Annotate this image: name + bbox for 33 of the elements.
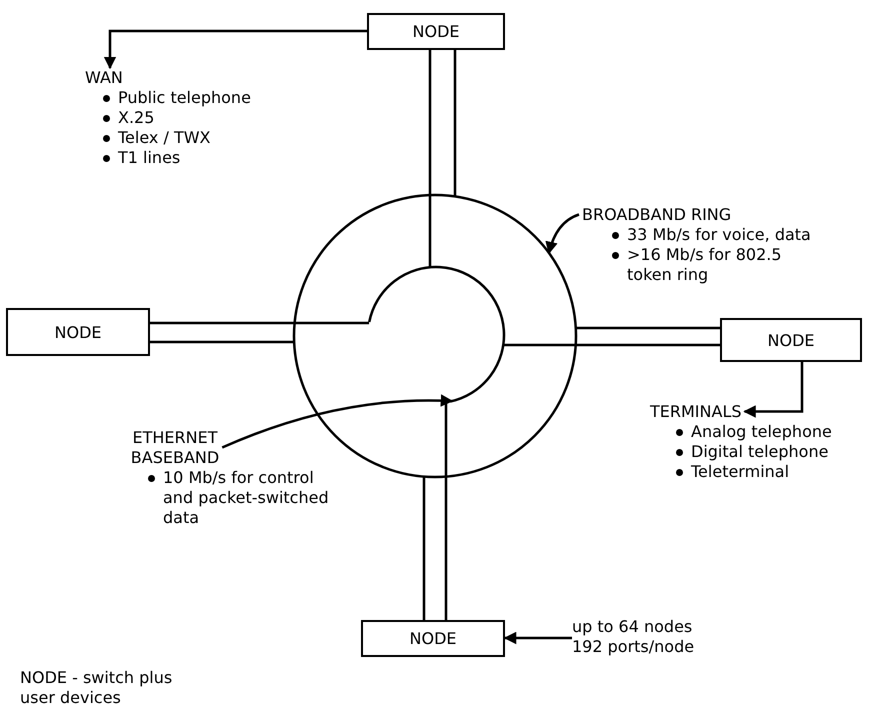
arrow: [504, 632, 572, 644]
connector-line: [444, 402, 448, 620]
arrow: [546, 213, 580, 254]
section-heading: WAN: [85, 68, 123, 88]
list-item-text: 33 Mb/s for voice, data: [627, 225, 812, 245]
legend-note: NODE - switch plus user devices: [20, 668, 174, 708]
connector-line: [150, 340, 294, 344]
list-item-text: Telex / TWX: [118, 128, 210, 148]
list-item-text: Teleterminal: [691, 462, 790, 482]
connector-line: [150, 322, 370, 324]
node-box: NODE: [361, 620, 505, 657]
node-box: NODE: [6, 308, 150, 356]
list-item-text: 10 Mb/s for control and packet-switched data: [163, 468, 330, 528]
arrow: [743, 362, 804, 418]
arrow: [222, 394, 454, 449]
connector-line: [503, 344, 720, 346]
note-text: up to 64 nodes 192 ports/node: [572, 617, 722, 657]
section-heading: ETHERNET BASEBAND: [130, 428, 220, 468]
section-heading: TERMINALS: [650, 402, 742, 422]
node-box: NODE: [367, 13, 505, 50]
node-box: NODE: [720, 318, 862, 362]
connector-line: [576, 326, 720, 330]
list-item-text: T1 lines: [118, 148, 180, 168]
section-heading: BROADBAND RING: [582, 205, 732, 225]
list-item-text: >16 Mb/s for 802.5 token ring: [627, 245, 783, 285]
list-item-text: Analog telephone: [691, 422, 832, 442]
connector-line: [422, 476, 426, 620]
connector-line: [428, 50, 432, 268]
list-item-text: Public telephone: [118, 88, 251, 108]
list-item-text: X.25: [118, 108, 154, 128]
arrow: [104, 30, 367, 70]
list-item-text: Digital telephone: [691, 442, 828, 462]
connector-line: [454, 50, 456, 196]
